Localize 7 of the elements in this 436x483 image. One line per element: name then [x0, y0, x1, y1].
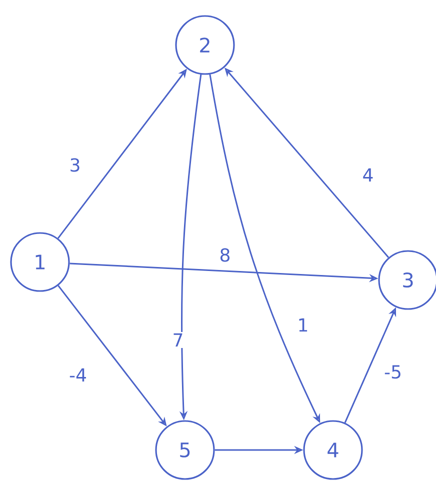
edge-label: 8: [218, 246, 232, 264]
edge-label: -5: [382, 364, 404, 380]
edge-label: 7: [170, 332, 186, 348]
edge-label: -4: [68, 366, 88, 384]
edge-label: 3: [68, 156, 82, 174]
edge-label: 4: [360, 166, 376, 184]
edge-label: 1: [296, 316, 310, 334]
